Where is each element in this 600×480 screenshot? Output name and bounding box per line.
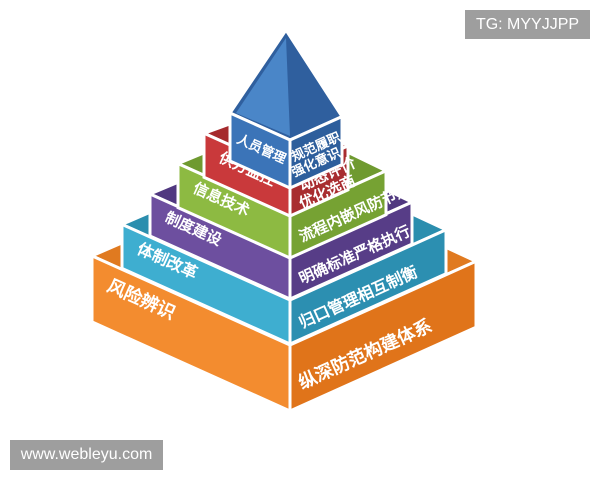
pyramid-layer: 人员管理规范履职强化意识 xyxy=(227,27,345,191)
layer-top-face-light xyxy=(236,38,290,136)
layer-right-face xyxy=(288,168,388,261)
layer-right-face xyxy=(288,114,344,191)
watermark-top-right: TG: MYYJJPP xyxy=(465,10,590,39)
watermark-bottom-left: www.webleyu.com xyxy=(10,440,163,470)
